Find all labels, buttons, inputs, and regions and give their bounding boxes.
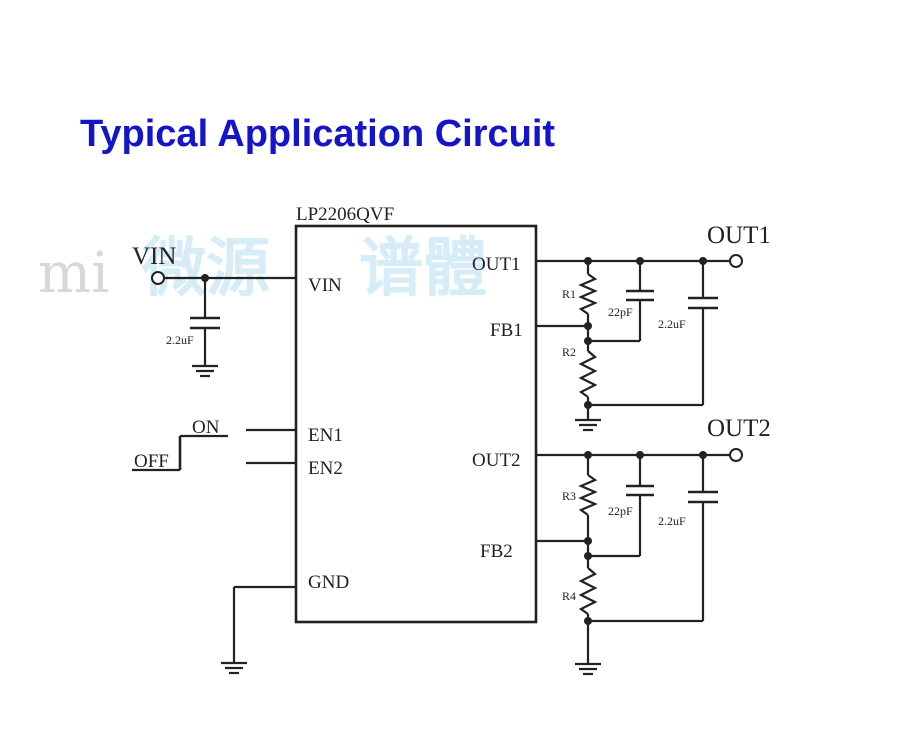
watermark-left: mi [38, 241, 109, 306]
enable-switch [132, 428, 296, 472]
gnd-network [221, 585, 296, 675]
vin-cap-value: 2.2uF [166, 333, 194, 347]
out2-cap-value: 2.2uF [658, 514, 686, 528]
out2-label: OUT2 [707, 415, 771, 442]
pin-fb1-label: FB1 [490, 320, 523, 341]
page-title: Typical Application Circuit [80, 113, 555, 155]
ic-body [294, 224, 538, 624]
r4-label: R4 [562, 589, 576, 603]
watermark-center: 微源 谱體 [141, 232, 487, 306]
pin-fb2-label: FB2 [480, 541, 513, 562]
pin-out2-label: OUT2 [472, 450, 521, 471]
pin-vin-label: VIN [308, 275, 342, 296]
out2-ff-cap-value: 22pF [608, 504, 633, 518]
enable-on-label: ON [192, 417, 220, 438]
pin-en2-label: EN2 [308, 458, 343, 479]
out1-ff-cap-value: 22pF [608, 305, 633, 319]
vin-network [151, 271, 296, 378]
out2-network [536, 448, 743, 676]
r1-label: R1 [562, 287, 576, 301]
pin-gnd-label: GND [308, 572, 349, 593]
out1-network [536, 254, 743, 432]
ic-part-number: LP2206QVF [296, 204, 394, 225]
pin-out1-label: OUT1 [472, 254, 521, 275]
out1-label: OUT1 [707, 222, 771, 249]
pin-en1-label: EN1 [308, 425, 343, 446]
vin-label: VIN [132, 243, 176, 270]
r2-label: R2 [562, 345, 576, 359]
enable-off-label: OFF [134, 451, 169, 472]
r3-label: R3 [562, 489, 576, 503]
out1-cap-value: 2.2uF [658, 317, 686, 331]
